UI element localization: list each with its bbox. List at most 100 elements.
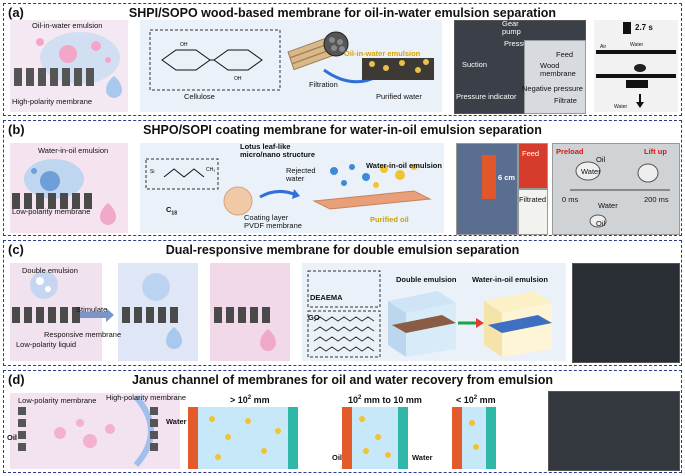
gear-pump-label: Gear pump [502, 19, 521, 36]
range1-label: > 102 mm [230, 395, 270, 405]
rejected-water-label: Rejected water [286, 166, 316, 183]
svg-text:OH: OH [180, 42, 188, 48]
range3-unit: mm [477, 395, 496, 405]
panel-b: (b) SHPO/SOPI coating membrane for water… [3, 120, 682, 236]
water-bottom-label: Water [614, 104, 628, 110]
svg-text:Si: Si [150, 169, 154, 175]
coating-layer-label: Coating layer [244, 213, 289, 222]
feed-photo [524, 40, 586, 114]
channel-small [452, 407, 496, 469]
coating-graphic [223, 186, 253, 216]
panel-c: (c) Dual-responsive membrane for double … [3, 240, 682, 366]
double-emulsion-2-label: Double emulsion [396, 275, 457, 284]
air-label: Air [600, 44, 607, 50]
wio-label: Water-in-oil emulsion [366, 161, 442, 170]
oil-label-1: Oil [596, 155, 606, 164]
water-droplets [570, 161, 670, 228]
go-label: GO [308, 313, 320, 322]
svg-text:OH: OH [234, 76, 242, 82]
high-polarity-membrane-label: High-polarity membrane [106, 393, 187, 402]
time-200-label: 200 ms [644, 195, 669, 204]
water-top-label: Water [630, 42, 644, 48]
channel-medium [342, 407, 408, 469]
c18-text: C [166, 205, 172, 214]
channel-large [188, 407, 298, 469]
panel-title: SHPI/SOPO wood-based membrane for oil-in… [128, 6, 557, 20]
droplet-sequence [596, 50, 676, 108]
panel-label: (c) [8, 242, 24, 257]
c18-structure: Si CH₃ [145, 158, 219, 190]
oil-label: Oil [7, 433, 18, 442]
svg-text:CH₃: CH₃ [206, 167, 215, 173]
range2-text: 10 [348, 395, 359, 405]
water-drop-label: Water [581, 167, 601, 176]
lotus-label: Lotus leaf-like micro/nano structure [240, 142, 316, 159]
range1-unit: mm [251, 395, 270, 405]
water-label-2: Water [598, 201, 618, 210]
deaema-label: DEAEMA [310, 293, 343, 302]
oil-label-2: Oil [596, 219, 606, 228]
pvdf-label: PVDF membrane [244, 221, 302, 230]
double-emulsion-schematic [10, 263, 290, 361]
stopwatch-icon [623, 22, 631, 34]
double-emulsion-label: Double emulsion [22, 266, 78, 275]
apparatus-photo [572, 263, 680, 363]
water-in-oil-label: Water-in-oil emulsion [38, 146, 109, 155]
range2-label: 102 mm to 10 mm [348, 395, 422, 405]
blue-arrow [259, 189, 300, 199]
cellulose-label: Cellulose [184, 92, 215, 101]
janus-schematic [10, 393, 180, 469]
oiw-label: Oil-in-water emulsion [344, 49, 421, 58]
panel-a: (a) SHPI/SOPO wood-based membrane for oi… [3, 3, 682, 116]
membrane-cubes [388, 291, 552, 357]
height-label: 6 cm [498, 173, 516, 182]
negative-pressure-label: Negative pressure [522, 84, 583, 93]
oil-out-label: Oil [332, 453, 343, 462]
c18-label: C18 [166, 205, 177, 217]
range3-label: < 102 mm [456, 395, 496, 405]
preload-label: Preload [556, 147, 584, 156]
c18-subscript: 18 [171, 210, 177, 217]
purified-oil-label: Purified oil [370, 215, 409, 224]
filtrated-label: Filtrated [519, 195, 547, 204]
filtrated-vial-photo [518, 189, 548, 235]
panel-title: Dual-responsive membrane for double emul… [165, 243, 520, 257]
feed-vial-photo [518, 143, 548, 189]
panel-label: (d) [8, 372, 25, 387]
filtrate-label: Filtrate [554, 96, 577, 105]
cellulose-structure: OH OH [149, 29, 281, 91]
red-column [482, 155, 496, 199]
wio-label-c: Water-in-oil emulsion [472, 275, 548, 284]
wood-fiber-graphic [287, 31, 349, 71]
low-polarity-membrane-label: Low-polarity membrane [18, 396, 97, 405]
panel-label: (a) [8, 5, 24, 20]
low-polarity-label: Low-polarity membrane [12, 207, 91, 216]
high-polarity-label: High-polarity membrane [12, 97, 93, 106]
panel-d: (d) Janus channel of membranes for oil a… [3, 370, 682, 473]
range1-sup: 2 [247, 395, 252, 401]
coating-box [140, 143, 444, 233]
feed-label: Feed [556, 50, 574, 59]
membrane-block [362, 58, 434, 80]
panel-title: SHPO/SOPI coating membrane for water-in-… [143, 123, 542, 137]
range3-text: < 10 [456, 395, 474, 405]
go-structure [307, 270, 381, 358]
liftup-label: Lift up [644, 147, 667, 156]
range3-sup: 2 [473, 395, 478, 401]
time-label: 2.7 s [635, 23, 653, 32]
recovery-photo [548, 391, 680, 471]
suction-label: Suction [462, 60, 488, 69]
pressure-indicator-label: Pressure indicator [456, 92, 517, 101]
range2-unit: mm to 10 mm [361, 395, 422, 405]
stimulate-label: Stimulate [76, 305, 108, 314]
feed-vial-label: Feed [522, 149, 540, 158]
panel-label: (b) [8, 122, 25, 137]
range1-text: > 10 [230, 395, 248, 405]
pvdf-membrane-graphic [312, 164, 432, 210]
responsive-membrane-label: Responsive membrane [44, 330, 122, 339]
water-out-label: Water [412, 453, 433, 462]
purified-water-label: Purified water [376, 92, 422, 101]
time-0-label: 0 ms [562, 195, 579, 204]
wood-membrane-label: Wood membrane [540, 61, 576, 78]
water-label: Water [166, 417, 187, 426]
